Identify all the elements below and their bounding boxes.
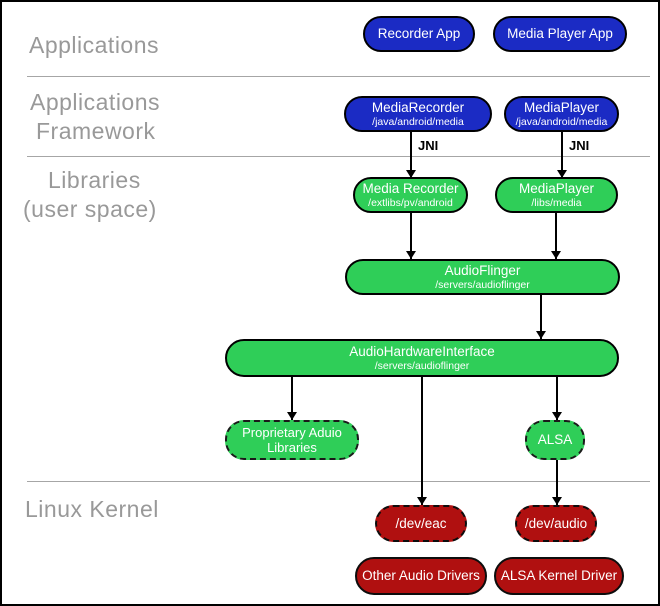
arrowhead: [287, 412, 297, 420]
node-title: ALSA: [537, 432, 573, 447]
connector-alsa-to-dev-audio: [556, 459, 558, 505]
node-title: /dev/eac: [395, 515, 447, 531]
connector-audioflinger-to-ahi: [540, 295, 542, 339]
divider-libraries-kernel: [27, 481, 650, 482]
section-label-applications: Applications: [29, 32, 160, 58]
node-dev-audio: /dev/audio: [515, 505, 597, 542]
node-subtitle: /java/android/media: [515, 115, 608, 128]
section-label-linux-kernel: Linux Kernel: [25, 496, 159, 522]
arrowhead: [406, 170, 416, 178]
node-title: Media Player App: [507, 26, 613, 41]
arrowhead: [406, 251, 416, 259]
connector-ahi-to-proprietary: [291, 377, 293, 420]
node-subtitle: /java/android/media: [372, 115, 464, 128]
node-title: Other Audio Drivers: [362, 568, 480, 583]
jni-label-right: JNI: [569, 138, 590, 153]
divider-framework-libraries: [27, 156, 650, 157]
section-label-line: (user space): [23, 196, 157, 222]
section-label-applications-framework: Applications Framework: [30, 88, 160, 146]
node-media-recorder-library: Media Recorder /extlibs/pv/android: [353, 177, 468, 213]
node-subtitle: /servers/audioflinger: [374, 359, 470, 372]
node-alsa: ALSA: [525, 420, 585, 460]
node-title: Libraries: [267, 440, 317, 455]
node-title: MediaPlayer: [518, 180, 595, 196]
node-other-audio-drivers: Other Audio Drivers: [355, 557, 487, 595]
connector-mediarecorder-to-audioflinger: [410, 213, 412, 259]
node-dev-eac: /dev/eac: [375, 505, 467, 542]
node-proprietary-audio-libraries: Proprietary Aduio Libraries: [225, 420, 359, 460]
connector-mediaplayer-jni: [561, 132, 563, 178]
node-title: MediaPlayer: [523, 99, 600, 115]
node-mediarecorder-framework: MediaRecorder /java/android/media: [344, 96, 492, 132]
node-mediaplayer-library: MediaPlayer /libs/media: [495, 177, 618, 213]
node-title: MediaRecorder: [371, 99, 465, 115]
connector-mediaplayer-to-audioflinger: [555, 213, 557, 259]
node-audioflinger: AudioFlinger /servers/audioflinger: [345, 259, 620, 295]
arrowhead: [557, 170, 567, 178]
node-subtitle: /servers/audioflinger: [435, 278, 530, 291]
node-title: ALSA Kernel Driver: [500, 568, 618, 583]
node-title: AudioFlinger: [444, 262, 521, 278]
arrowhead: [536, 331, 546, 339]
node-subtitle: /extlibs/pv/android: [368, 196, 453, 209]
node-audiohardwareinterface: AudioHardwareInterface /servers/audiofli…: [225, 339, 619, 377]
node-title: Recorder App: [377, 26, 461, 41]
arrowhead: [552, 412, 562, 420]
node-subtitle: /libs/media: [531, 196, 582, 209]
node-mediaplayer-framework: MediaPlayer /java/android/media: [504, 96, 619, 132]
node-title: AudioHardwareInterface: [349, 343, 495, 359]
connector-ahi-to-dev-eac: [421, 377, 423, 505]
arrowhead: [552, 497, 562, 505]
node-recorder-app: Recorder App: [363, 16, 475, 52]
arrowhead: [551, 251, 561, 259]
node-media-player-app: Media Player App: [493, 16, 627, 52]
section-label-line: Framework: [36, 118, 156, 144]
section-label-line: Libraries: [48, 167, 141, 193]
connector-ahi-to-alsa: [556, 377, 558, 420]
node-title: Proprietary Aduio: [242, 425, 342, 440]
arrowhead: [417, 497, 427, 505]
connector-mediarecorder-jni: [410, 132, 412, 178]
section-label-libraries: Libraries (user space): [23, 166, 157, 224]
jni-label-left: JNI: [418, 138, 439, 153]
node-title: /dev/audio: [524, 515, 588, 531]
node-title: Media Recorder: [362, 180, 459, 196]
divider-applications-framework: [27, 76, 650, 77]
section-label-line: Applications: [30, 89, 161, 115]
node-alsa-kernel-driver: ALSA Kernel Driver: [494, 557, 624, 595]
